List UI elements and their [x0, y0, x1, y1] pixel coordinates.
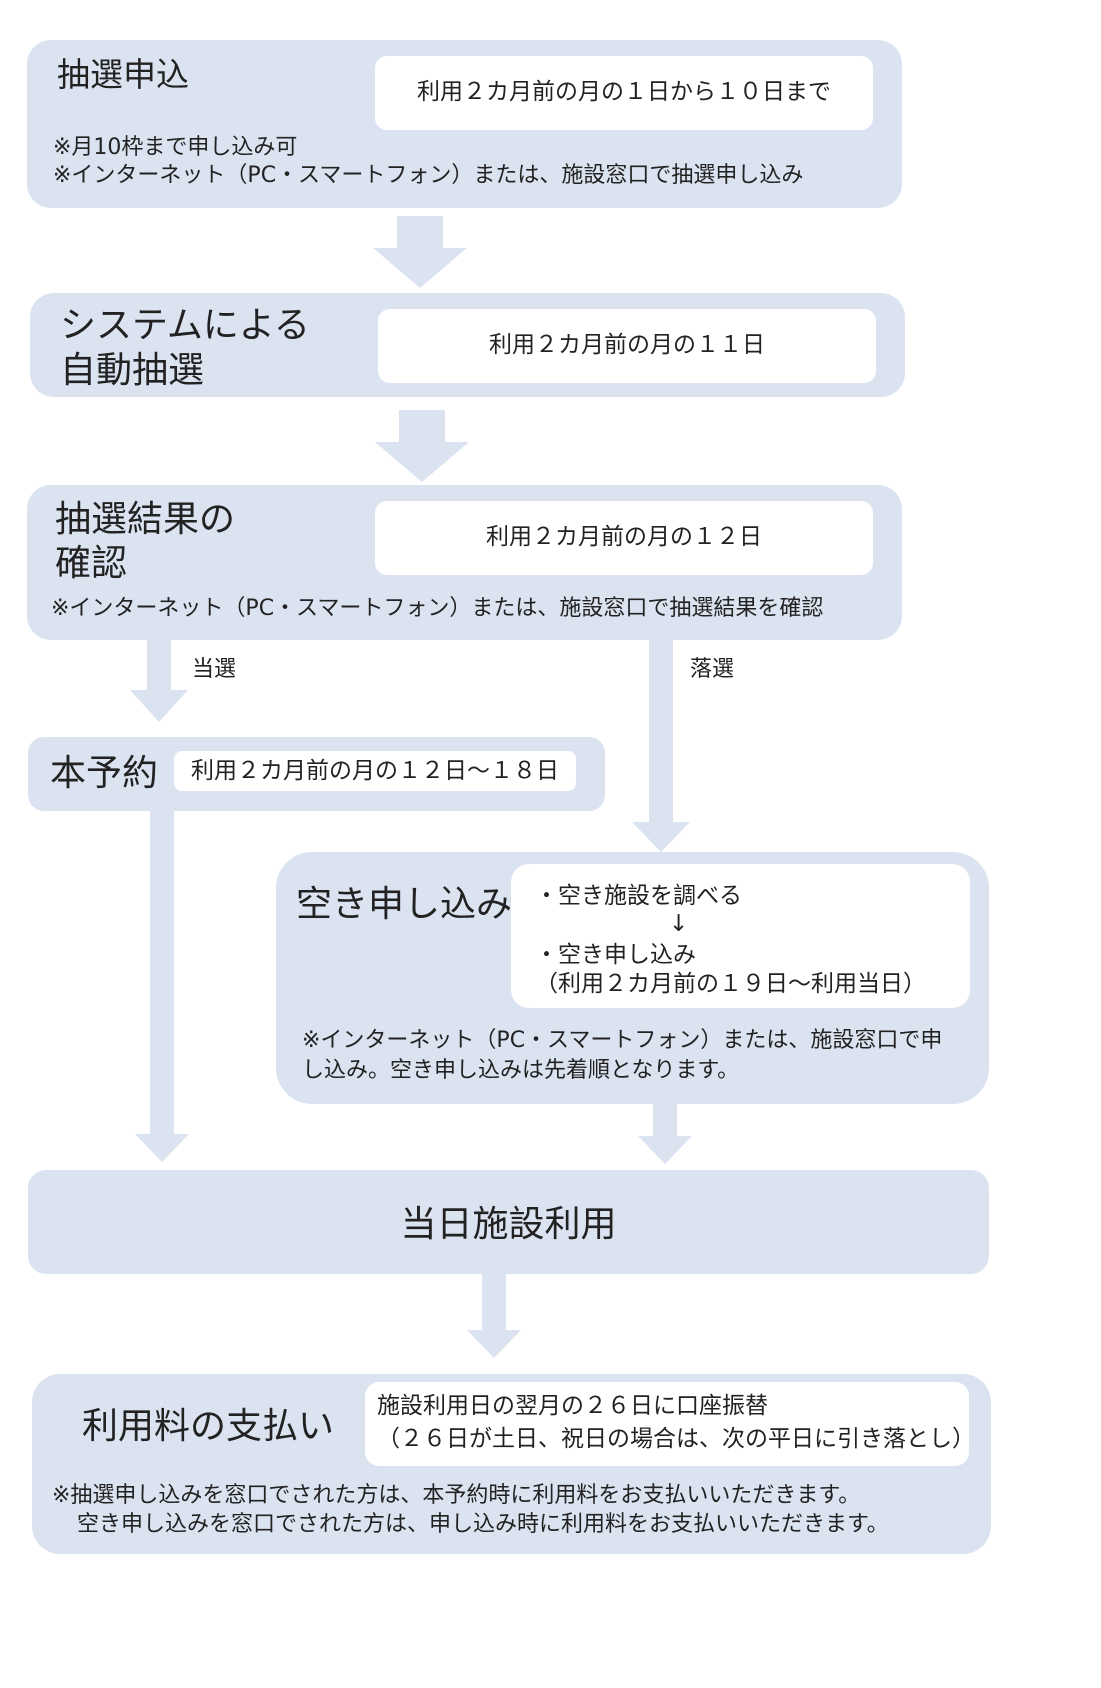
- note-text: 空き申し込みを窓口でされた方は、申し込み時に利用料をお支払いいただきます。: [77, 1512, 889, 1537]
- branch-label-win: 当選: [192, 657, 237, 682]
- note-text: ※インターネット（PC・スマートフォン）または、施設窓口で抽選結果を確認: [51, 596, 824, 621]
- period-box: 利用２カ月前の月の１２日～１８日: [174, 751, 576, 791]
- period-text: 利用２カ月前の月の１２日～１８日: [191, 758, 559, 784]
- note-text: ※抽選申し込みを窓口でされた方は、本予約時に利用料をお支払いいただきます。: [52, 1483, 861, 1508]
- step-title: 抽選申込: [57, 55, 189, 94]
- step-title: 当日施設利用: [400, 1204, 617, 1245]
- flow-arrow-down: [638, 1104, 692, 1164]
- step-use-day: 当日施設利用: [28, 1170, 989, 1274]
- note-text: ※インターネット（PC・スマートフォン）または、施設窓口で抽選申し込み: [53, 163, 804, 188]
- date-text: 利用２カ月前の月の１１日: [489, 332, 765, 358]
- note-text: し込み。空き申し込みは先着順となります。: [302, 1058, 740, 1083]
- flow-arrow-down: [373, 216, 467, 288]
- date-text: 利用２カ月前の月の１２日: [486, 524, 762, 550]
- period-text: 利用２カ月前の月の１日から１０日まで: [417, 79, 831, 105]
- flow-arrow-down: [467, 1274, 521, 1358]
- branch-label-lose: 落選: [690, 657, 735, 682]
- step-title: システムによる: [60, 305, 310, 346]
- step-title: 利用料の支払い: [82, 1406, 335, 1447]
- down-arrow-icon: ↓: [669, 911, 689, 937]
- step-title: 空き申し込み: [296, 884, 513, 925]
- flow-arrow-down: [135, 811, 189, 1162]
- payment-detail-text: （２６日が土日、祝日の場合は、次の平日に引き落とし）: [377, 1426, 975, 1452]
- step-auto-draw: システムによる 自動抽選 利用２カ月前の月の１１日: [30, 293, 905, 397]
- step-title: 確認: [55, 543, 128, 584]
- step-payment: 利用料の支払い 施設利用日の翌月の２６日に口座振替 （２６日が土日、祝日の場合は…: [32, 1374, 991, 1554]
- procedure-box: ・空き施設を調べる ↓ ・空き申し込み （利用２カ月前の１９日～利用当日）: [511, 864, 970, 1008]
- note-text: ※インターネット（PC・スマートフォン）または、施設窓口で申: [302, 1028, 943, 1053]
- flow-arrow-win: [130, 640, 188, 722]
- date-box: 利用２カ月前の月の１２日: [375, 501, 873, 575]
- step-title: 自動抽選: [60, 350, 205, 391]
- step-lottery-apply: 抽選申込 利用２カ月前の月の１日から１０日まで ※月10枠まで申し込み可 ※イン…: [27, 40, 902, 208]
- step-title: 抽選結果の: [55, 499, 236, 540]
- procedure-item: ・空き施設を調べる: [535, 883, 742, 909]
- step-reservation: 本予約 利用２カ月前の月の１２日～１８日: [28, 737, 605, 811]
- flow-arrow-lose: [632, 640, 690, 852]
- procedure-item: （利用２カ月前の１９日～利用当日）: [535, 971, 926, 997]
- flow-arrow-down: [375, 410, 469, 482]
- step-title: 本予約: [50, 753, 159, 794]
- procedure-item: ・空き申し込み: [535, 942, 696, 968]
- payment-detail-text: 施設利用日の翌月の２６日に口座振替: [377, 1393, 768, 1419]
- step-result-check: 抽選結果の 確認 利用２カ月前の月の１２日 ※インターネット（PC・スマートフォ…: [27, 485, 902, 640]
- step-vacancy-apply: 空き申し込み ・空き施設を調べる ↓ ・空き申し込み （利用２カ月前の１９日～利…: [276, 852, 989, 1104]
- period-box: 利用２カ月前の月の１日から１０日まで: [375, 56, 873, 130]
- payment-detail-box: 施設利用日の翌月の２６日に口座振替 （２６日が土日、祝日の場合は、次の平日に引き…: [365, 1382, 975, 1466]
- note-text: ※月10枠まで申し込み可: [53, 135, 298, 160]
- date-box: 利用２カ月前の月の１１日: [378, 309, 876, 383]
